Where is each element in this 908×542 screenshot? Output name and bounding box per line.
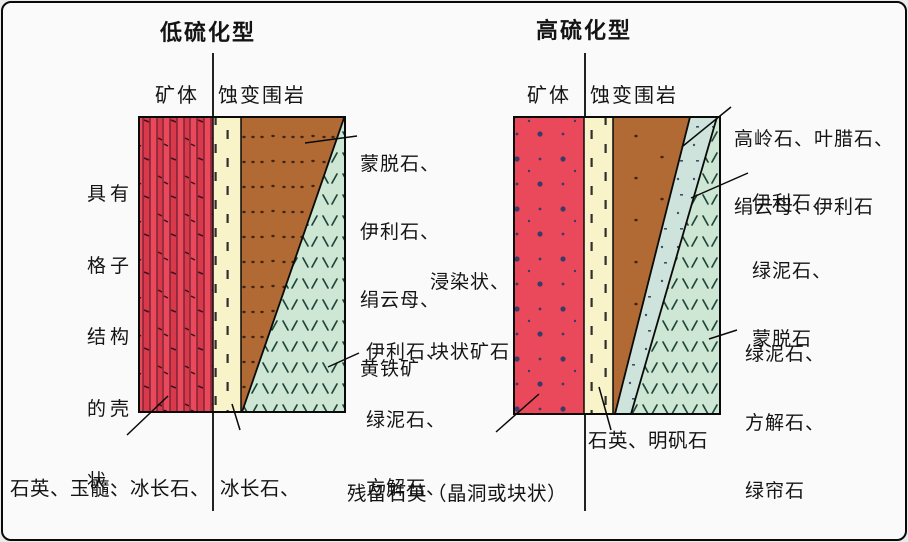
low-sulf-vein-zone [213,117,241,412]
low-sulf-outline [138,116,346,413]
leader-argillic-left [304,135,358,144]
low-sulf-argillic-label: 蒙脱石、 伊利石、 绢云母、 黄铁矿 [360,153,441,380]
leader-vein-right [598,386,612,431]
high-sulf-outline [513,116,721,415]
high-sulf-vein-caption: 石英、明矾石 [588,431,709,452]
high-sulf-ore-texture-label: 浸染状、 块状矿石 [430,271,511,363]
low-sulf-ore-header: 矿体 [155,85,199,107]
leader-vein-left [231,403,241,431]
high-sulf-illite-band [615,117,717,414]
high-sulf-band-left-boundary [614,116,691,415]
leader-ore-right [495,393,540,433]
high-sulf-propylitic-label: 绿泥石、 方解石、 绿帘石 [745,343,826,503]
leader-ore-left [126,395,169,436]
high-sulf-band-right-boundary [630,116,718,415]
low-sulf-zone-boundary [241,117,345,413]
low-sulfidation-title: 低硫化型 [160,20,257,45]
high-sulf-ore-caption: 残留石英（晶洞或块状） 明矾石、硫化物、含硫盐、 Au–Cu(–Ag) [347,484,568,505]
high-sulf-argillic-label: 高岭石、叶腊石、 绢云母、伊利石 [734,128,895,219]
leader-band-right [690,172,749,199]
low-sulf-ore-zone [139,117,213,412]
high-sulfidation-title: 高硫化型 [536,18,633,43]
high-sulf-ore-header: 矿体 [527,85,571,107]
high-sulf-band-label: 伊利石、 绿泥石、 蒙脱石 [752,192,833,351]
low-sulf-alt-header: 蚀变围岩 [218,85,306,107]
low-sulfidation-diagram [126,53,360,511]
high-sulf-vein-zone [584,117,613,414]
leader-propylitic-left [327,352,360,368]
leader-argillic-right [682,106,732,147]
low-sulf-propylitic-label: 伊利石、 绿泥石、 方解石、 黄铁矿、 绿帘石 [366,341,447,500]
high-sulf-alt-header: 蚀变围岩 [590,85,678,107]
high-sulfidation-diagram [495,53,749,511]
low-sulf-vein-caption: 冰长石、 伊利石、 黄铁矿、 石英 [220,479,301,500]
low-sulf-ore-caption: 石英、玉髓、冰长石、 黄铁矿、贱金属硫化 物、碳酸盐岩、Au–Ag [10,479,211,500]
leader-propylitic-right [708,329,738,340]
high-sulf-ore-zone [514,117,584,414]
low-sulf-ore-texture-label: 具有 格子 结构 的壳 状、 带状 矿石 [87,183,134,493]
